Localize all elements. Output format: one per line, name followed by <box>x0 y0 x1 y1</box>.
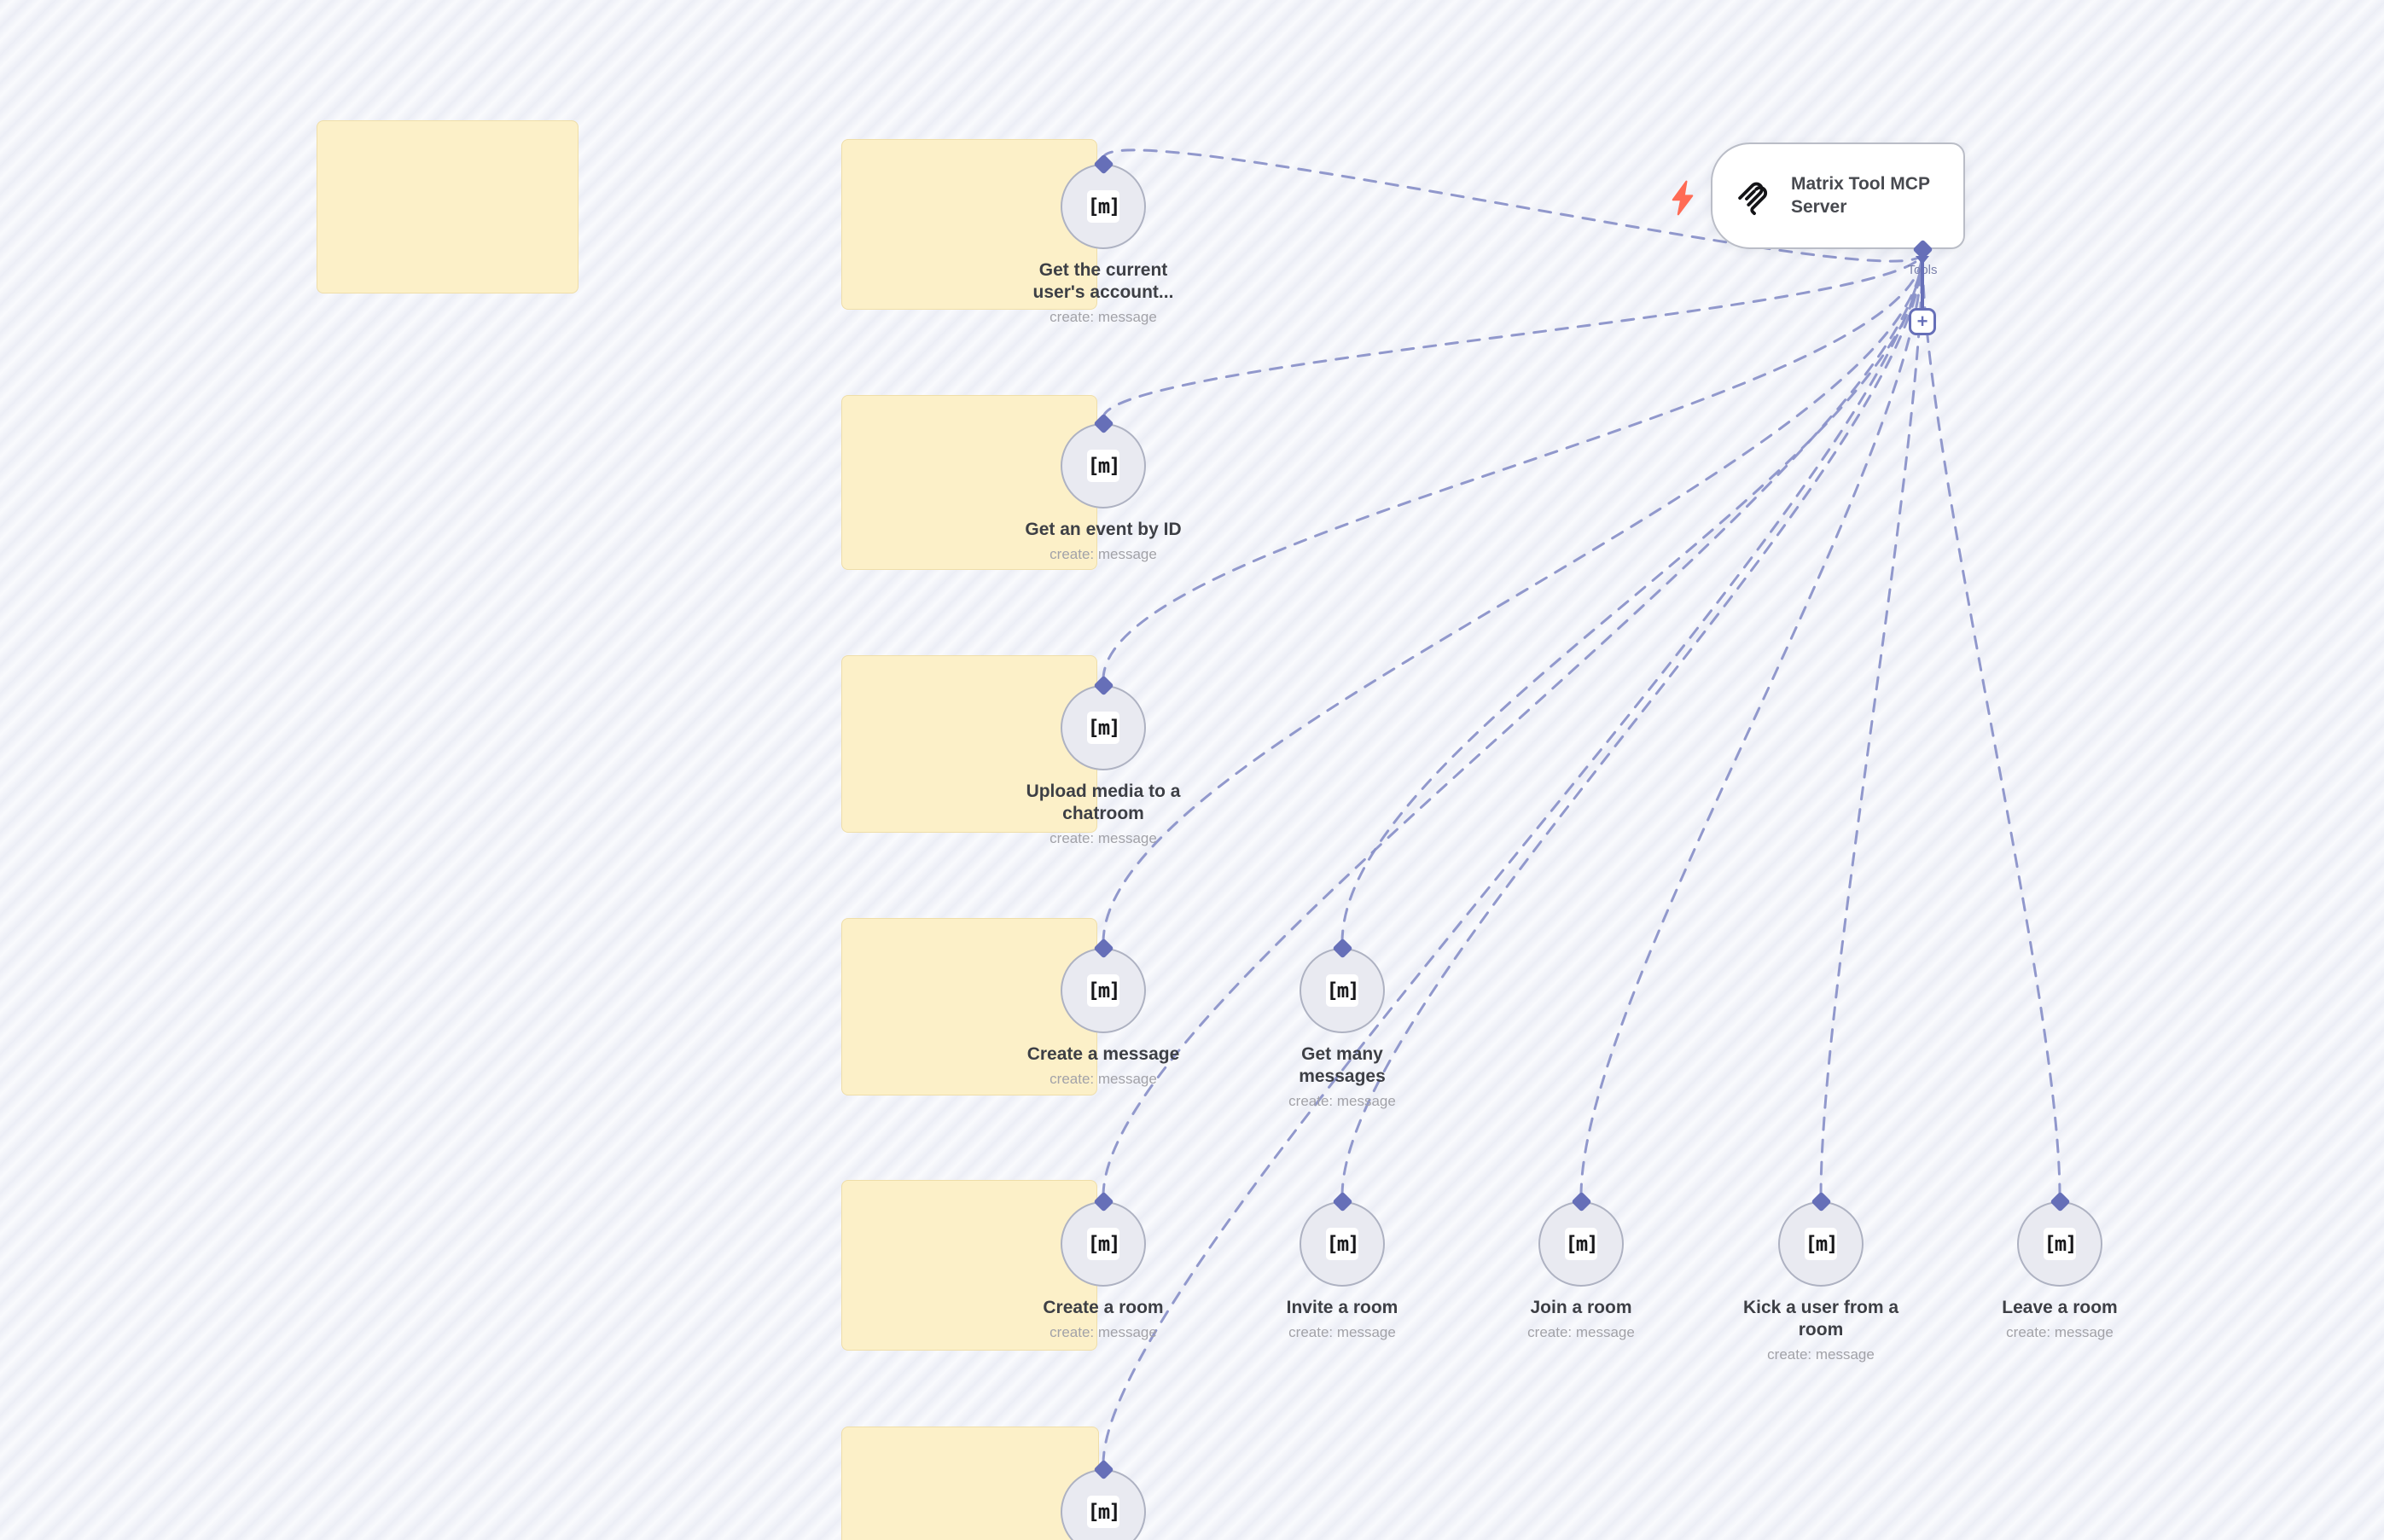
connection-trunk <box>1921 249 1924 309</box>
trigger-lightning-icon <box>1672 180 1694 216</box>
connection-line[interactable] <box>1102 251 1924 1466</box>
node-label-wrap: Create a room create: message <box>1018 1297 1189 1341</box>
node-label: Get an event by ID <box>1025 520 1182 539</box>
connection-line[interactable] <box>1819 251 1924 1198</box>
tool-node-circle[interactable]: [m] <box>1061 948 1146 1033</box>
node-sublabel: create: message <box>1527 1324 1635 1341</box>
sticky-note[interactable] <box>841 655 1097 833</box>
sticky-note[interactable] <box>317 120 579 293</box>
node-label-wrap: Upload media to a chatroom create: messa… <box>1018 781 1189 847</box>
node-label-wrap: Create a message create: message <box>1018 1043 1189 1088</box>
node-sublabel: create: message <box>1050 546 1157 563</box>
node-label: Create a message <box>1026 1044 1180 1064</box>
node-label-wrap: Kick a user from a room create: message <box>1736 1297 1906 1363</box>
tool-node-circle[interactable]: [m] <box>1061 1469 1146 1540</box>
node-sublabel: create: message <box>1050 309 1157 326</box>
matrix-logo-icon: [m] <box>1087 190 1121 223</box>
matrix-logo-icon: [m] <box>1805 1228 1839 1260</box>
connection-line[interactable] <box>1102 148 1924 263</box>
node-label-wrap: Invite a room create: message <box>1257 1297 1427 1341</box>
mcp-logo-icon <box>1738 182 1768 215</box>
matrix-logo-icon: [m] <box>2044 1228 2078 1260</box>
node-label: Upload media to a chatroom <box>1026 782 1181 824</box>
connection-line[interactable] <box>1102 251 1924 944</box>
sticky-note[interactable] <box>841 1180 1097 1351</box>
mcp-server-node[interactable]: Matrix Tool MCP Server <box>1711 142 1965 249</box>
connection-line[interactable] <box>1102 251 1924 1198</box>
node-label-wrap: Get many messages create: message <box>1257 1043 1427 1110</box>
mcp-node-title: Matrix Tool MCP Server <box>1791 174 1930 217</box>
tool-node-circle[interactable]: [m] <box>1061 423 1146 508</box>
matrix-logo-icon: [m] <box>1565 1228 1599 1260</box>
connection-line[interactable] <box>1102 251 1924 682</box>
tool-node-circle[interactable]: [m] <box>1300 948 1385 1033</box>
matrix-logo-icon: [m] <box>1087 1496 1121 1528</box>
node-sublabel: create: message <box>1050 1324 1157 1341</box>
matrix-logo-icon: [m] <box>1326 1228 1360 1260</box>
node-label-wrap: Get an event by ID create: message <box>1018 519 1189 563</box>
connection-line[interactable] <box>1579 251 1924 1198</box>
tool-node-circle[interactable]: [m] <box>1778 1201 1864 1287</box>
node-label: Get many messages <box>1299 1044 1386 1087</box>
add-tool-button[interactable]: + <box>1909 308 1936 335</box>
node-label: Create a room <box>1043 1298 1164 1317</box>
tool-node-circle[interactable]: [m] <box>1061 1201 1146 1287</box>
matrix-logo-icon: [m] <box>1087 450 1121 482</box>
tool-node-circle[interactable]: [m] <box>1300 1201 1385 1287</box>
matrix-logo-icon: [m] <box>1087 1228 1121 1260</box>
tool-node-circle[interactable]: [m] <box>1538 1201 1624 1287</box>
matrix-logo-icon: [m] <box>1087 712 1121 744</box>
node-label-wrap: Join a room create: message <box>1496 1297 1666 1341</box>
connection-line[interactable] <box>1340 251 1924 1198</box>
node-label: Kick a user from a room <box>1742 1298 1899 1340</box>
sticky-note[interactable] <box>841 139 1097 310</box>
sticky-note[interactable] <box>841 918 1097 1095</box>
plus-icon: + <box>1916 311 1928 332</box>
sticky-note[interactable] <box>841 1427 1099 1540</box>
node-sublabel: create: message <box>1050 1071 1157 1088</box>
node-sublabel: create: message <box>1050 830 1157 847</box>
node-label-wrap: Get the current user's account... create… <box>1018 259 1189 326</box>
sticky-note[interactable] <box>841 395 1097 570</box>
node-sublabel: create: message <box>1767 1346 1875 1363</box>
node-sublabel: create: message <box>1288 1324 1396 1341</box>
tool-node-circle[interactable]: [m] <box>1061 164 1146 249</box>
node-label: Leave a room <box>2002 1298 2118 1317</box>
node-sublabel: create: message <box>1288 1093 1396 1110</box>
matrix-logo-icon: [m] <box>1087 974 1121 1007</box>
connection-line[interactable] <box>1921 251 2061 1198</box>
node-sublabel: create: message <box>2006 1324 2114 1341</box>
node-label: Join a room <box>1530 1298 1632 1317</box>
matrix-logo-icon: [m] <box>1326 974 1360 1007</box>
node-label: Get the current user's account... <box>1032 260 1174 303</box>
node-label: Invite a room <box>1286 1298 1398 1317</box>
connection-line[interactable] <box>1102 251 1924 420</box>
node-label-wrap: Leave a room create: message <box>1974 1297 2145 1341</box>
